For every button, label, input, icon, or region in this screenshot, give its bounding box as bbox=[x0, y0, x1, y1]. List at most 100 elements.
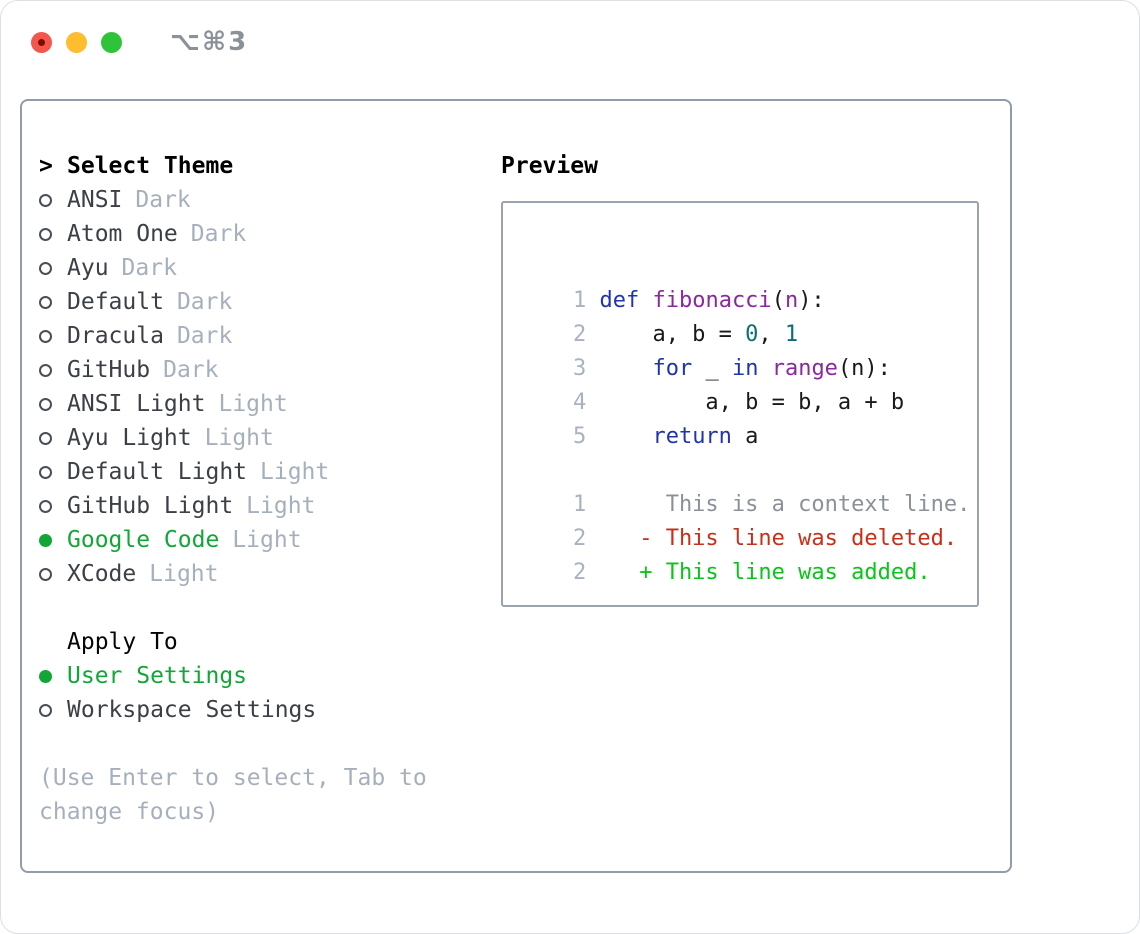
option-label: ANSI Light bbox=[67, 391, 206, 417]
option-variant-tag: Dark bbox=[176, 323, 233, 349]
spacer bbox=[39, 591, 479, 625]
theme-option-default-light[interactable]: Default Light Light bbox=[39, 455, 479, 489]
theme-option-github[interactable]: GitHub Dark bbox=[39, 353, 479, 387]
radio-icon bbox=[39, 329, 52, 343]
option-label: Google Code bbox=[67, 527, 220, 553]
radio-marker bbox=[39, 499, 67, 513]
preview-column: Preview 1 def fibonacci(n): 2 a, b = 0, 1… bbox=[501, 149, 979, 607]
apply-option-workspace-settings[interactable]: Workspace Settings bbox=[39, 693, 479, 727]
radio-marker bbox=[39, 363, 67, 377]
apply-to-header: Apply To bbox=[39, 625, 479, 659]
radio-icon bbox=[39, 431, 52, 445]
option-label: Ayu Light bbox=[67, 425, 192, 451]
line-content: def fibonacci(n): bbox=[599, 288, 825, 313]
radio-marker bbox=[39, 227, 67, 241]
line-number: 4 bbox=[572, 390, 587, 415]
line-content: a, b = b, a + b bbox=[599, 390, 905, 415]
close-button[interactable] bbox=[31, 31, 52, 53]
spacer bbox=[39, 727, 479, 761]
theme-option-ayu-light[interactable]: Ayu Light Light bbox=[39, 421, 479, 455]
option-variant-tag: Light bbox=[204, 425, 274, 451]
code-line: 5 return a bbox=[520, 386, 977, 449]
option-label: Default Light bbox=[67, 459, 248, 485]
option-variant-tag: Dark bbox=[163, 357, 219, 383]
radio-marker bbox=[39, 193, 67, 207]
theme-option-atom-one[interactable]: Atom One Dark bbox=[39, 217, 479, 251]
theme-option-github-light[interactable]: GitHub Light Light bbox=[39, 489, 479, 523]
apply-option-user-settings[interactable]: User Settings bbox=[39, 659, 479, 693]
radio-marker bbox=[39, 261, 67, 275]
theme-option-ansi-light[interactable]: ANSI Light Light bbox=[39, 387, 479, 421]
line-content: a, b = 0, 1 bbox=[599, 322, 799, 347]
line-number: 1 bbox=[572, 288, 587, 313]
zoom-button[interactable] bbox=[101, 31, 122, 53]
code-line: 2 a, b = 0, 1 bbox=[520, 284, 977, 347]
option-variant-tag: Dark bbox=[176, 289, 233, 315]
theme-column: > Select Theme ANSI Dark Atom One Dark A… bbox=[39, 149, 479, 829]
radio-marker bbox=[39, 703, 67, 717]
select-theme-header: > Select Theme bbox=[39, 149, 479, 183]
option-variant-tag: Light bbox=[246, 493, 316, 519]
line-number: 1 bbox=[572, 492, 587, 517]
radio-icon bbox=[39, 567, 52, 581]
line-content: + This line was added. bbox=[599, 560, 931, 585]
theme-list: ANSI Dark Atom One Dark Ayu Dark Default… bbox=[39, 183, 479, 591]
window-title: ⌥⌘3 bbox=[170, 27, 249, 57]
option-label: GitHub Light bbox=[67, 493, 234, 519]
theme-option-google-code[interactable]: Google Code Light bbox=[39, 523, 479, 557]
radio-marker bbox=[39, 431, 67, 445]
radio-marker bbox=[39, 567, 67, 581]
radio-icon bbox=[39, 295, 52, 309]
preview-header: Preview bbox=[501, 153, 598, 179]
help-text: (Use Enter to select, Tab to change focu… bbox=[39, 765, 427, 825]
line-content: return a bbox=[652, 424, 759, 449]
option-variant-tag: Light bbox=[218, 391, 288, 417]
line-content: for _ in range(n): bbox=[652, 356, 891, 381]
option-label: Workspace Settings bbox=[67, 697, 317, 723]
line-content: This is a context line. bbox=[599, 492, 971, 517]
radio-marker bbox=[39, 329, 67, 343]
code-preview: 1 def fibonacci(n): 2 a, b = 0, 1 3 for _… bbox=[520, 250, 977, 449]
option-variant-tag: Light bbox=[232, 527, 302, 553]
radio-icon bbox=[39, 193, 52, 207]
diff-line-context: 1 This is a context line. bbox=[520, 454, 977, 517]
radio-icon bbox=[39, 703, 52, 717]
theme-option-ansi[interactable]: ANSI Dark bbox=[39, 183, 479, 217]
radio-icon bbox=[39, 669, 52, 683]
select-theme-title: Select Theme bbox=[67, 153, 234, 179]
minimize-button[interactable] bbox=[66, 31, 87, 53]
option-label: ANSI bbox=[67, 187, 123, 213]
option-variant-tag: Dark bbox=[121, 255, 177, 281]
radio-marker bbox=[39, 465, 67, 479]
diff-line-added: 2 + This line was added. bbox=[520, 522, 977, 585]
theme-option-xcode[interactable]: XCode Light bbox=[39, 557, 479, 591]
theme-picker-panel: > Select Theme ANSI Dark Atom One Dark A… bbox=[20, 99, 1012, 873]
diff-line-deleted: 2 - This line was deleted. bbox=[520, 488, 977, 551]
line-number: 2 bbox=[572, 526, 587, 551]
apply-to-title: Apply To bbox=[67, 629, 178, 655]
radio-icon bbox=[39, 227, 52, 241]
line-number: 2 bbox=[572, 322, 587, 347]
radio-icon bbox=[39, 363, 52, 377]
theme-option-dracula[interactable]: Dracula Dark bbox=[39, 319, 479, 353]
line-number: 3 bbox=[572, 356, 587, 381]
apply-to-list: User Settings Workspace Settings bbox=[39, 659, 479, 727]
theme-option-ayu[interactable]: Ayu Dark bbox=[39, 251, 479, 285]
option-label: Atom One bbox=[67, 221, 178, 247]
option-label: GitHub bbox=[67, 357, 151, 383]
radio-icon bbox=[39, 499, 52, 513]
close-dot-icon bbox=[38, 38, 45, 46]
option-label: XCode bbox=[67, 561, 137, 587]
option-variant-tag: Light bbox=[260, 459, 330, 485]
radio-icon bbox=[39, 397, 52, 411]
option-label: Default bbox=[67, 289, 164, 315]
option-variant-tag: Light bbox=[149, 561, 219, 587]
radio-marker bbox=[39, 669, 67, 683]
option-label: Dracula bbox=[67, 323, 164, 349]
theme-option-default[interactable]: Default Dark bbox=[39, 285, 479, 319]
radio-icon bbox=[39, 261, 52, 275]
radio-marker bbox=[39, 295, 67, 309]
radio-icon bbox=[39, 533, 52, 547]
diff-preview: 1 This is a context line. 2 - This line … bbox=[520, 454, 977, 585]
